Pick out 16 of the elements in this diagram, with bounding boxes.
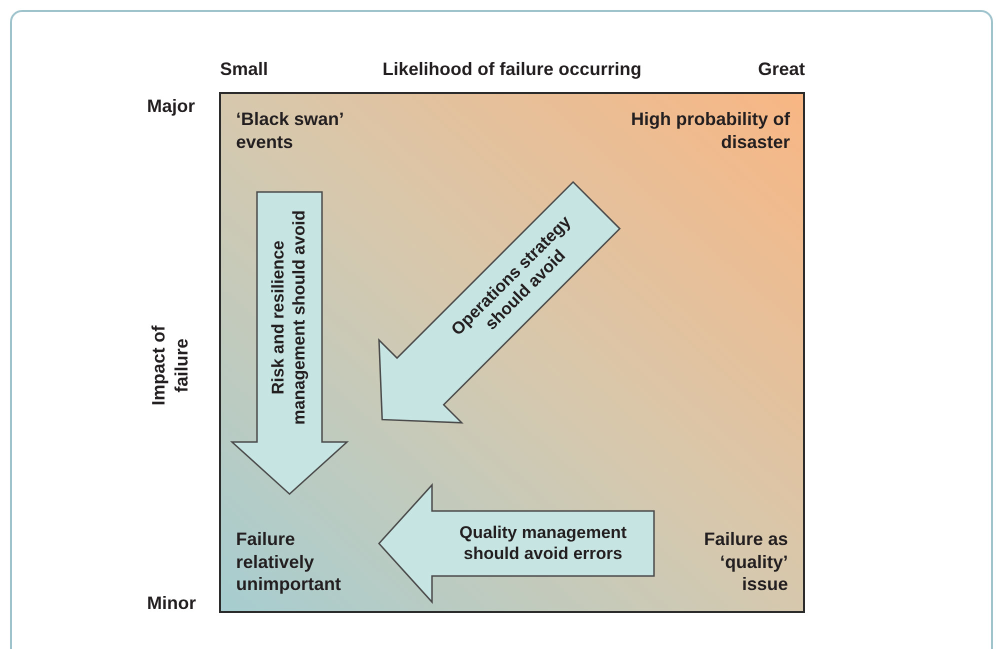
axis-label: ‘Black swan’ events [236,108,344,153]
arrow-text: Risk and resilience management should avoid [268,208,310,426]
axis-label: Great [756,58,805,80]
axis-label: Failure relatively unimportant [236,528,342,596]
axis-label: High probability of disaster [630,108,790,153]
axis-label: Failure as ‘quality’ issue [702,528,788,596]
axis-label: Small [220,58,270,80]
axis-title: Impact of failure [148,324,192,408]
matrix-square [219,92,805,613]
arrow-text: Quality management should avoid errors [458,523,628,564]
axis-label: Major [147,95,196,118]
axis-label: Likelihood of failure occurring [381,58,643,80]
block-arrow [378,182,620,422]
block-arrow [379,485,654,602]
block-arrow [232,192,346,494]
axis-label: Minor [147,592,197,614]
